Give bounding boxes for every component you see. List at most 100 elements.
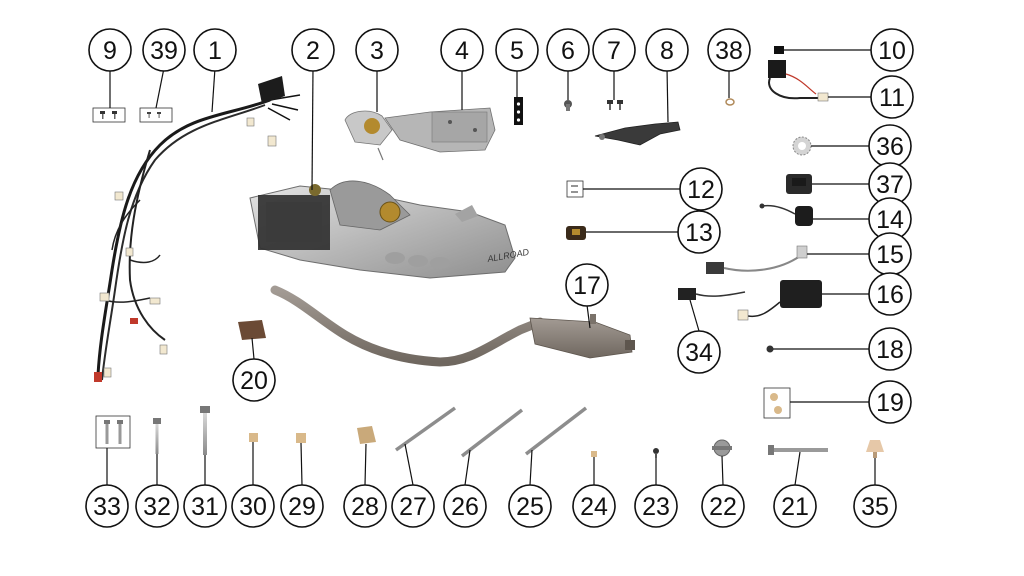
intake-manifold-part [384,107,496,153]
regulator-16-part [737,280,822,321]
callout-circle [870,28,914,72]
nut-29-part [296,433,306,443]
axle-21-part [768,445,828,455]
callout-number: 19 [876,389,904,417]
callout-23: 23 [634,484,678,528]
callout-circle [135,484,179,528]
callout-number: 12 [687,176,715,204]
callout-20: 20 [232,358,276,402]
wire-harness-part [94,76,301,382]
callout-circle [355,28,399,72]
callout-34: 34 [677,330,721,374]
callout-24: 24 [572,484,616,528]
callout-number: 25 [516,493,544,521]
callout-number: 37 [876,171,904,199]
callout-circle [572,484,616,528]
callout-number: 17 [573,272,601,300]
callout-number: 11 [879,84,905,112]
callout-circle [868,380,912,424]
callout-35: 35 [853,484,897,528]
callout-number: 34 [685,339,713,367]
callout-number: 6 [561,37,575,65]
leader-lines [106,49,876,486]
callout-29: 29 [280,484,324,528]
callout-12: 12 [679,167,723,211]
washer-part [725,98,735,106]
callout-number: 24 [580,493,608,521]
callout-number: 18 [876,336,904,364]
exhaust-muffler-part [270,285,635,367]
carburetor-part [344,110,393,161]
nut-24-part [591,451,597,457]
callout-number: 7 [607,37,621,65]
screw-set-39-part [139,107,173,123]
callout-circle [85,484,129,528]
ignition-switch-part [768,46,829,102]
fuel-valve-22-part [712,439,732,457]
callout-38: 38 [707,28,751,72]
callout-15: 15 [868,232,912,276]
callout-26: 26 [443,484,487,528]
callout-30: 30 [231,484,275,528]
engine-bracket-part [594,121,681,146]
callout-11: 11 [870,75,914,119]
callout-circle [868,327,912,371]
callout-5: 5 [495,28,539,72]
bracket-28-part [357,426,376,444]
callout-number: 31 [191,493,219,521]
callout-number: 32 [143,493,171,521]
callout-number: 22 [709,493,737,521]
callout-circle [232,358,276,402]
callout-circle [592,28,636,72]
callout-circle [391,484,435,528]
callout-number: 35 [861,493,889,521]
callout-circle [677,210,721,254]
callout-number: 27 [399,493,427,521]
callout-circle [870,75,914,119]
callout-19: 19 [868,380,912,424]
rod-26-part [460,408,524,458]
callout-2: 2 [291,28,335,72]
callout-1: 1 [193,28,237,72]
callout-circle [291,28,335,72]
callout-number: 23 [642,493,670,521]
callout-number: 9 [103,37,117,65]
sensor-14-part [759,203,813,226]
callout-circle [88,28,132,72]
callout-number: 3 [370,37,384,65]
callout-circle [508,484,552,528]
callout-number: 28 [351,493,379,521]
rod-25-part [524,406,588,456]
callout-18: 18 [868,327,912,371]
callout-number: 8 [660,37,674,65]
callout-number: 26 [451,493,479,521]
callout-number: 15 [876,241,904,269]
callout-33: 33 [85,484,129,528]
callout-circle [645,28,689,72]
callout-number: 30 [239,493,267,521]
callout-36: 36 [868,124,912,168]
callout-circle [546,28,590,72]
cable-15-part [706,245,808,274]
callout-number: 33 [93,493,121,521]
callout-4: 4 [440,28,484,72]
callout-circle [679,167,723,211]
fuel-filter-35-part [866,440,884,458]
callout-circle [707,28,751,72]
callout-number: 20 [240,367,268,395]
callout-circle [853,484,897,528]
bolt-31-part [200,406,210,455]
callout-21: 21 [773,484,817,528]
callout-circle [634,484,678,528]
fitting-set-19-part [763,387,791,419]
screw-part [564,100,572,111]
callout-7: 7 [592,28,636,72]
callout-circle [231,484,275,528]
callout-number: 29 [288,493,316,521]
clip-12-part [566,180,584,198]
callout-circle [443,484,487,528]
callout-22: 22 [701,484,745,528]
callout-circle [440,28,484,72]
callout-number: 38 [715,37,743,65]
